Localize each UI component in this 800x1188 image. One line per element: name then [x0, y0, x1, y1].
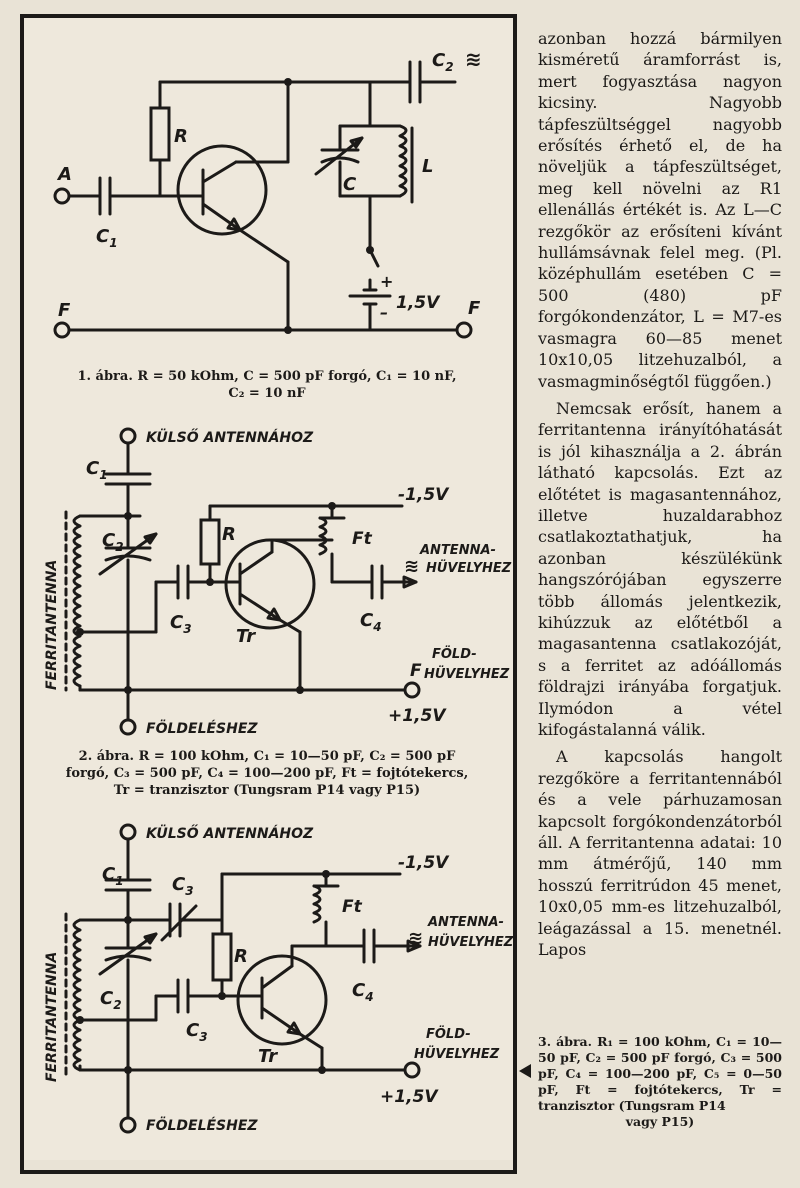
fig1-label-r: R — [174, 126, 188, 147]
figure-2-caption: 2. ábra. R = 100 kOhm, C₁ = 10—50 pF, C₂… — [28, 748, 506, 799]
fig3-label-c2: C2 — [100, 988, 122, 1012]
fig2-label-earth-socket-2: HÜVELYHEZ — [424, 666, 510, 682]
fig2-terminal-external-antenna — [119, 427, 137, 445]
fig3-label-c1: C1 — [102, 864, 124, 888]
fig1-coil-l — [398, 124, 408, 198]
fig1-label-c2-symbol: ≋ — [465, 47, 482, 71]
fig2-label-minus-voltage: -1,5V — [398, 485, 450, 505]
fig3-label-antenna-socket-2: HÜVELYHEZ — [428, 934, 514, 950]
fig3-label-earth-socket-1: FÖLD- — [426, 1026, 471, 1042]
schematics-canvas: A C1 R C2 ≋ C L F F + – 1,5V — [44, 47, 514, 1134]
fig1-label-voltage: 1,5V — [396, 293, 441, 313]
fig2-label-external-antenna: KÜLSŐ ANTENNÁHOZ — [146, 428, 314, 446]
fig2-label-antenna-symbol: ≋ — [404, 556, 419, 577]
fig2-label-earthing: FÖLDELÉSHEZ — [146, 719, 258, 737]
fig2-label-ferrite-antenna: FERRITANTENNA — [44, 560, 60, 690]
fig3-label-plus-voltage: +1,5V — [380, 1087, 439, 1107]
figure-3-caption-line: vagy P15) — [625, 1114, 695, 1129]
fig3-terminal-external-antenna — [119, 823, 137, 841]
fig1-label-l: L — [422, 156, 433, 177]
fig2-label-c4: C4 — [360, 610, 382, 634]
figure-2-caption-line: Tr = tranzisztor (Tungsram P14 vagy P15) — [113, 783, 421, 798]
article-text-column: azonban hozzá bármilyen kisméretű áramfo… — [538, 28, 782, 966]
fig1-resistor-r — [149, 106, 171, 162]
fig3-resistor-r — [211, 932, 233, 982]
article-paragraph: azonban hozzá bármilyen kisméretű áramfo… — [538, 29, 782, 391]
fig2-label-c3: C3 — [170, 612, 192, 636]
fig3-label-ft: Ft — [342, 897, 363, 917]
figure-3-caption-line: 3. ábra. R₁ = 100 kOhm, C₁ = 10—50 pF, C… — [538, 1034, 782, 1113]
fig3-label-r: R — [234, 946, 248, 967]
fig2-label-tr: Tr — [236, 626, 256, 647]
fig3-label-c4: C4 — [352, 980, 374, 1004]
fig1-label-c1: C1 — [96, 226, 118, 250]
fig3-label-minus-voltage: -1,5V — [398, 853, 450, 873]
fig3-label-earthing: FÖLDELÉSHEZ — [146, 1116, 258, 1134]
fig3-label-c3-lower: C3 — [186, 1020, 208, 1044]
fig1-label-c2: C2 — [432, 50, 454, 74]
figure-1-schematic: A C1 R C2 ≋ C L F F + – 1,5V — [53, 47, 482, 339]
fig1-label-a: A — [56, 164, 72, 185]
fig1-label-c: C — [343, 174, 357, 195]
figure-1-caption-line: 1. ábra. R = 50 kOhm, C = 500 pF forgó, … — [77, 369, 457, 384]
fig1-input-terminal-a — [53, 187, 71, 205]
figure-2-caption-line: forgó, C₃ = 500 pF, C₄ = 100—200 pF, Ft … — [65, 766, 469, 781]
fig3-label-tr: Tr — [258, 1046, 278, 1067]
fig1-label-f-left: F — [58, 300, 71, 321]
fig3-label-antenna-socket-1: ANTENNA- — [427, 915, 504, 930]
fig3-transistor-tr — [236, 954, 328, 1046]
fig3-terminal-earth-socket — [403, 1061, 421, 1079]
fig1-terminal-f-left — [53, 321, 71, 339]
fig3-label-c3-upper: C3 — [172, 874, 194, 898]
figure-2-schematic: KÜLSŐ ANTENNÁHOZ C1 C2 C3 C4 R Ft Tr -1,… — [44, 427, 512, 737]
fig2-ferrite-antenna-coil — [72, 514, 82, 688]
fig2-choke-ft — [318, 516, 328, 556]
fig1-label-plus: + — [380, 272, 393, 291]
figure-1-caption-line: C₂ = 10 nF — [228, 386, 306, 401]
figure-3-schematic: KÜLSŐ ANTENNÁHOZ C1 C3 C2 C3 C4 R Ft Tr … — [44, 823, 514, 1134]
figure-3-caption: 3. ábra. R₁ = 100 kOhm, C₁ = 10—50 pF, C… — [538, 1034, 782, 1130]
fig2-resistor-r — [199, 518, 221, 566]
fig3-label-antenna-symbol: ≋ — [408, 928, 423, 949]
fig2-transistor-tr — [224, 538, 316, 630]
fig2-label-antenna-socket-1: ANTENNA- — [419, 543, 496, 558]
fig2-label-f: F — [410, 661, 422, 681]
article-paragraph: Nemcsak erősít, hanem a ferritantenna ir… — [538, 398, 782, 739]
fig3-ferrite-antenna-coil — [72, 918, 82, 1072]
fig1-label-minus: – — [380, 303, 388, 322]
fig2-label-ft: Ft — [352, 529, 373, 549]
fig3-label-ferrite-antenna: FERRITANTENNA — [44, 952, 60, 1082]
article-paragraph: A kapcsolás hangolt rezgőköre a ferritan… — [538, 747, 782, 960]
frame-bottom-gap — [24, 1160, 513, 1170]
fig2-label-plus-voltage: +1,5V — [388, 706, 447, 726]
fig2-label-earth-socket-1: FÖLD- — [432, 646, 477, 662]
fig2-terminal-earthing — [119, 718, 137, 736]
fig1-terminal-f-right — [455, 321, 473, 339]
fig2-label-c1: C1 — [86, 458, 108, 482]
figure-3-pointer-arrow — [519, 1064, 531, 1078]
figure-1-caption: 1. ábra. R = 50 kOhm, C = 500 pF forgó, … — [28, 368, 506, 402]
fig3-terminal-earthing — [119, 1116, 137, 1134]
fig3-label-earth-socket-2: HÜVELYHEZ — [414, 1046, 500, 1062]
fig1-transistor — [176, 144, 268, 236]
fig2-label-r: R — [222, 524, 236, 545]
fig3-choke-ft — [312, 884, 322, 924]
fig2-label-c2: C2 — [102, 530, 124, 554]
fig2-terminal-earth-socket — [403, 681, 421, 699]
fig3-label-external-antenna: KÜLSŐ ANTENNÁHOZ — [146, 824, 314, 842]
figure-frame — [20, 14, 517, 1174]
figure-2-caption-line: 2. ábra. R = 100 kOhm, C₁ = 10—50 pF, C₂… — [78, 749, 456, 764]
fig2-label-antenna-socket-2: HÜVELYHEZ — [426, 560, 512, 576]
fig1-label-f-right: F — [468, 298, 481, 319]
